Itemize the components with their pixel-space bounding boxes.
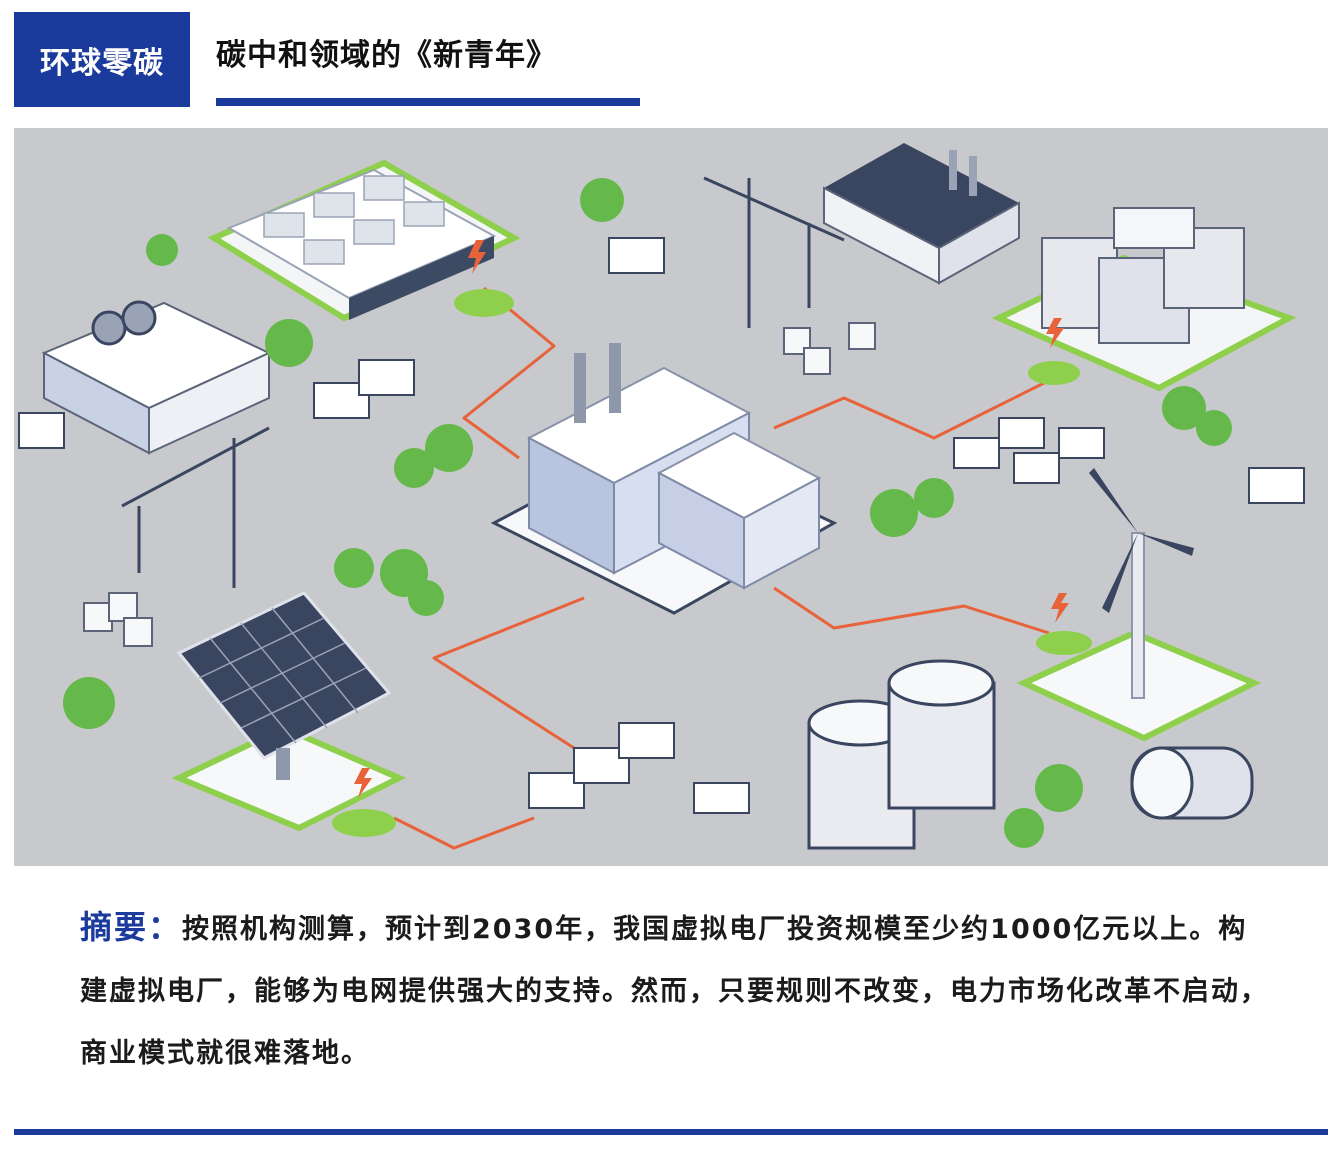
warehouse-building	[823, 143, 1020, 285]
illustration-svg	[18, 143, 1305, 850]
construction-cranes	[121, 176, 845, 588]
brand-label: 环球零碳	[40, 45, 164, 81]
solar-panel-array	[171, 591, 407, 837]
central-control-building	[490, 343, 838, 615]
footer-divider	[14, 1129, 1328, 1135]
article-summary: 摘要：按照机构测算，预计到2030年，我国虚拟电厂投资规模至少约1000亿元以上…	[80, 896, 1270, 1085]
battery-storage-facility	[207, 159, 521, 322]
power-connection-lines	[393, 286, 1055, 850]
virtual-power-plant-illustration	[14, 128, 1328, 866]
brand-badge: 环球零碳	[14, 12, 190, 107]
wind-turbine	[1016, 468, 1262, 742]
summary-label: 摘要：	[80, 908, 183, 946]
office-building	[41, 300, 272, 455]
page-title: 碳中和领域的《新青年》	[216, 38, 557, 73]
stacked-cubes	[83, 322, 876, 647]
summary-text: 按照机构测算，预计到2030年，我国虚拟电厂投资规模至少约1000亿元以上。构建…	[80, 914, 1269, 1069]
trees	[63, 178, 1232, 848]
vehicles	[18, 237, 1305, 814]
storage-tanks	[807, 659, 1254, 850]
title-underline	[216, 98, 640, 106]
container-storage-facility	[991, 207, 1297, 392]
